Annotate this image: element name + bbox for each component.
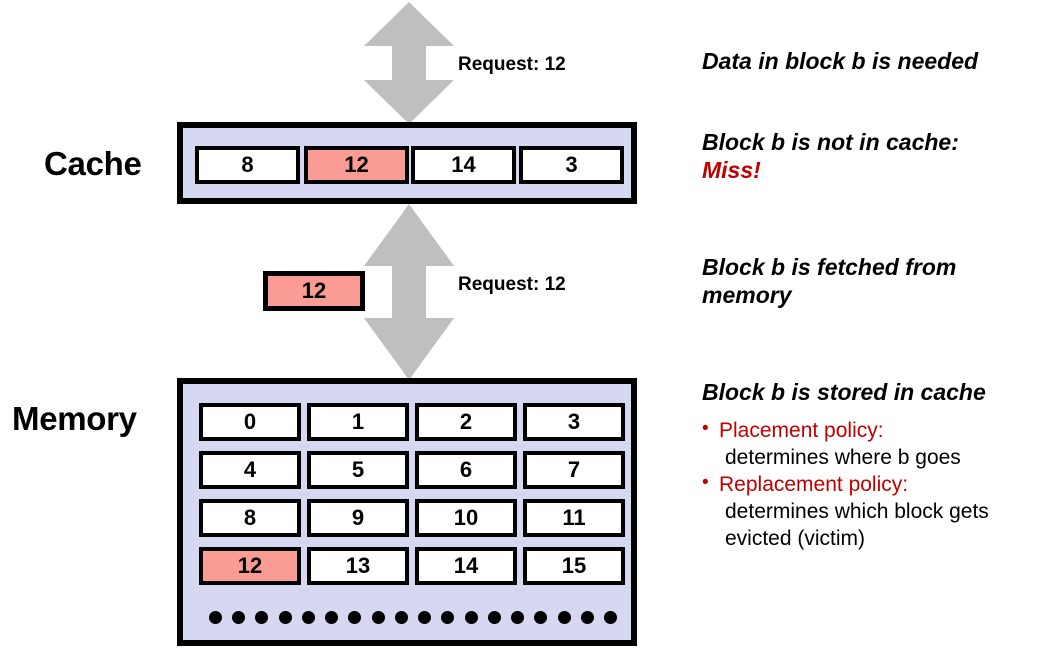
memory-cell[interactable]: 0 [199,403,301,441]
note-data-needed: Data in block b is needed [702,48,979,74]
memory-cell[interactable]: 10 [415,499,517,537]
cache-label: Cache [44,145,142,182]
ellipsis-dot [441,610,455,624]
memory-cell[interactable]: 8 [199,499,301,537]
memory-cell-highlighted[interactable]: 12 [199,547,301,585]
cache-cell[interactable]: 3 [519,146,624,184]
ellipsis-dot [487,610,501,624]
memory-cell[interactable]: 3 [523,403,625,441]
miss-status-text: Miss! [702,157,761,184]
cpu-cache-double-arrow-icon [364,2,454,124]
ellipsis-dot [232,610,246,624]
ellipsis-dot [534,610,548,624]
ellipsis-dot [557,610,571,624]
ellipsis-dot [394,610,408,624]
policy-description: determines which block gets evicted (vic… [725,499,989,550]
memory-label: Memory [12,400,137,437]
ellipsis-dot [511,610,525,624]
ellipsis-dot [301,610,315,624]
policy-term: Replacement policy: [719,472,909,496]
request-label-bottom: Request: 12 [458,274,566,295]
note-cache-miss: Block b is not in cache: Miss! [702,128,1052,184]
ellipsis-dot [255,610,269,624]
cache-cell[interactable]: 14 [411,146,516,184]
memory-cell[interactable]: 13 [307,547,409,585]
ellipsis-dot [580,610,594,624]
memory-cell[interactable]: 2 [415,403,517,441]
memory-cell[interactable]: 5 [307,451,409,489]
ellipsis-dot [348,610,362,624]
memory-cell[interactable]: 14 [415,547,517,585]
policy-description: determines where b goes [725,445,961,469]
memory-ellipsis-dots [209,608,617,626]
fetched-block[interactable]: 12 [263,271,365,311]
memory-cell[interactable]: 1 [307,403,409,441]
request-label-top: Request: 12 [458,54,566,75]
memory-cell[interactable]: 7 [523,451,625,489]
note-block-stored: Block b is stored in cache [702,379,986,405]
ellipsis-dot [603,610,617,624]
memory-cell[interactable]: 6 [415,451,517,489]
ellipsis-dot [464,610,478,624]
ellipsis-dot [209,610,222,624]
ellipsis-dot [278,610,292,624]
list-item: Placement policy: determines where b goe… [702,417,1054,472]
memory-cell[interactable]: 4 [199,451,301,489]
ellipsis-dot [418,610,432,624]
memory-cell[interactable]: 11 [523,499,625,537]
note-block-fetched: Block b is fetched from memory [702,254,957,309]
cache-cell[interactable]: 8 [195,146,300,184]
memory-cell[interactable]: 9 [307,499,409,537]
cache-container: 8 12 14 3 [177,122,637,204]
policy-term: Placement policy: [719,419,884,442]
list-item: Replacement policy: determines which blo… [702,471,1054,553]
ellipsis-dot [371,610,385,624]
policy-bullet-list: Placement policy: determines where b goe… [702,417,1054,553]
cache-cell-highlighted[interactable]: 12 [304,146,409,184]
ellipsis-dot [325,610,339,624]
cache-memory-double-arrow-icon [364,204,454,380]
note-miss-line1: Block b is not in cache: [702,129,959,155]
memory-cell[interactable]: 15 [523,547,625,585]
memory-container: 0 1 2 3 4 5 6 7 8 9 10 11 12 13 14 15 [177,378,637,646]
